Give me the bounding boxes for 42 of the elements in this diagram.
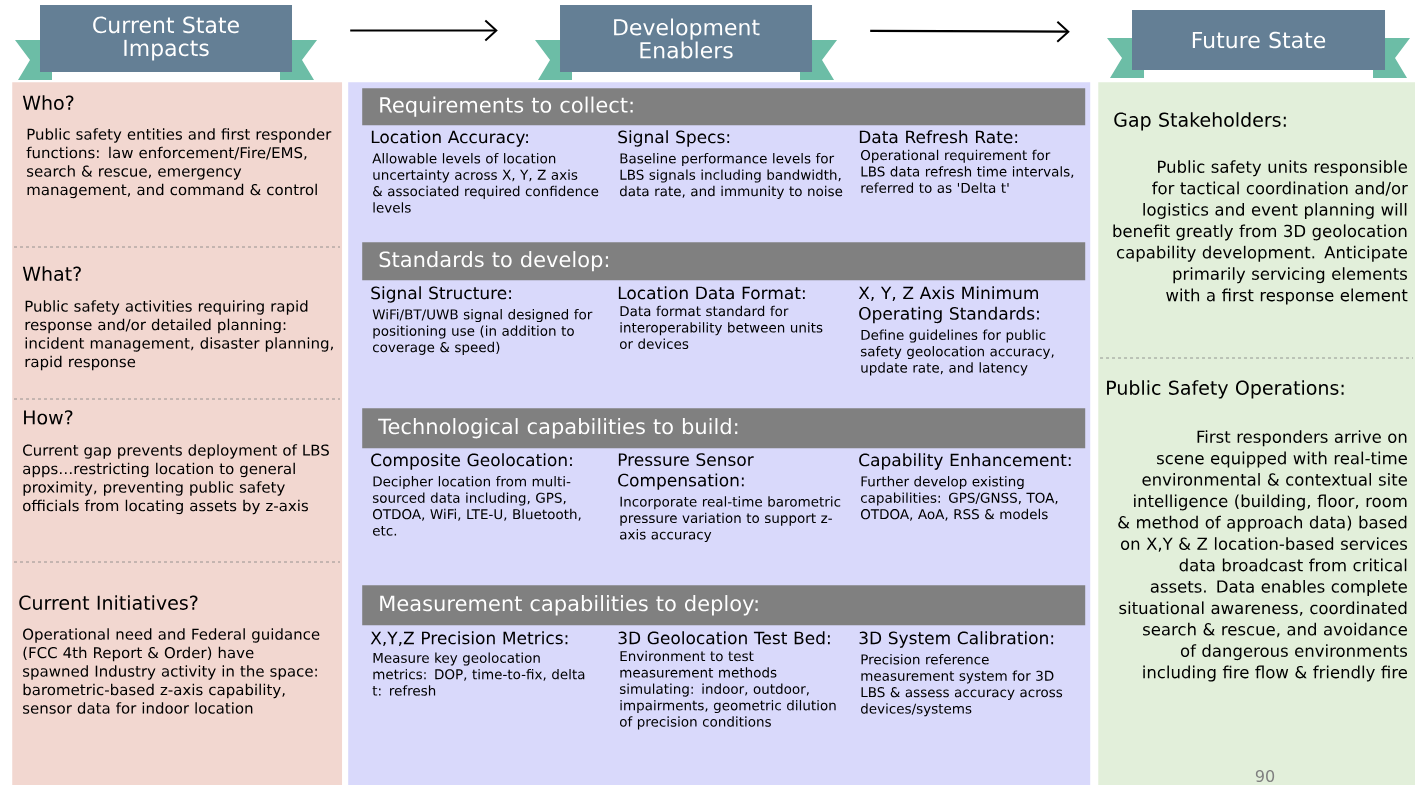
section-heading: Public Safety Operations: <box>1107 380 1344 399</box>
section-heading: What? <box>22 266 81 281</box>
ribbon-banner: Current State Impacts <box>15 5 317 80</box>
section-header-bar: Technological capabilities to build: <box>362 408 1086 449</box>
item-description: Decipher location from multi-sourced data including, GPS, OTDOA, WiFi, LTE-U, Bluetooth, etc. <box>372 476 581 536</box>
section-header-bar: Standards to develop: <box>362 242 1086 281</box>
paragraph: Current gap prevents deployment of LBS apps…restricting location to general proximity, preventing public safety officials from locating assets by z-axis <box>23 444 329 515</box>
item-description: Operational requirement for LBS data refresh time intervals, referred to as 'Delta t' <box>860 149 1074 193</box>
section-header-bar: Requirements to collect: <box>362 88 1086 126</box>
ribbon-banner: Development Enablers <box>535 5 837 80</box>
item-heading: Capability Enhancement: <box>859 453 1071 470</box>
item-heading: X,Y,Z Precision Metrics: <box>370 631 568 647</box>
item-heading: Signal Structure: <box>371 286 511 303</box>
item-description: Further develop existing capabilities: GPS/GNSS, TOA, OTDOA, AoA, RSS & models <box>860 476 1058 521</box>
panel <box>12 82 343 785</box>
item-description: Allowable levels of location uncertainty across X, Y, Z axis & associated required confidence levels <box>372 153 599 213</box>
arrow <box>350 19 498 42</box>
section-heading: Who? <box>22 95 74 110</box>
item-description: Precision reference measurement system for 3D LBS & assess accuracy across devices/systems <box>860 654 1063 717</box>
paragraph: First responders arrive on scene equipped with real-time environmental & contextual site intelligence (building, floor, room & method of approach data) based on X,Y & Z location-based services data broadcast from critical assets. Data enables complete situational awareness, coordinated search & rescue, and avoidance of dangerous environments including fire flow & friendly fire <box>1118 430 1408 682</box>
item-description: Define guidelines for public safety geolocation accuracy, update rate, and latency <box>860 329 1054 376</box>
item-heading: Composite Geolocation: <box>371 453 572 470</box>
item-description: Baseline performance levels for LBS signals including bandwidth, data rate, and immunity to noise <box>619 153 843 199</box>
arrow <box>870 20 1070 43</box>
section-heading: Gap Stakeholders: <box>1114 112 1286 131</box>
paragraph: Operational need and Federal guidance (FCC 4th Report & Order) have spawned Industry activity in the space: barometric-based z-axis capability, sensor data for indoor location <box>23 628 320 714</box>
item-description: Measure key geolocation metrics: DOP, time-to-fix, delta t: refresh <box>372 652 585 696</box>
ribbon-banner: Future State <box>1107 10 1410 78</box>
section-header-bar: Measurement capabilities to deploy: <box>362 585 1086 626</box>
paragraph: Public safety units responsible for tactical coordination and/or logistics and event planning will benefit greatly from 3D geolocation capability development. Anticipate primarily servicing elements with a first response element <box>1113 160 1408 305</box>
section-heading: How? <box>24 410 73 425</box>
section-heading: Current Initiatives? <box>19 595 198 610</box>
page-number: 90 <box>1255 769 1275 783</box>
item-heading: Location Accuracy: <box>371 130 528 147</box>
item-description: Environment to test measurement methods simulating: indoor, outdoor, impairments, geometric dilution of precision conditions <box>619 650 836 730</box>
panel <box>1098 82 1415 785</box>
paragraph: Public safety activities requiring rapid response and/or detailed planning: incident management, disaster planning, rapid response <box>25 300 333 371</box>
paragraph: Public safety entities and first responder functions: law enforcement/Fire/EMS, search & rescue, emergency management, and command & control <box>26 128 332 199</box>
item-description: Incorporate real-time barometric pressure variation to support z-axis accuracy <box>620 496 841 543</box>
item-description: WiFi/BT/UWB signal designed for positioning use (in addition to coverage & speed) <box>372 309 593 355</box>
item-description: Data format standard for interoperability between units or devices <box>619 305 823 349</box>
item-heading: 3D System Calibration: <box>859 631 1054 648</box>
